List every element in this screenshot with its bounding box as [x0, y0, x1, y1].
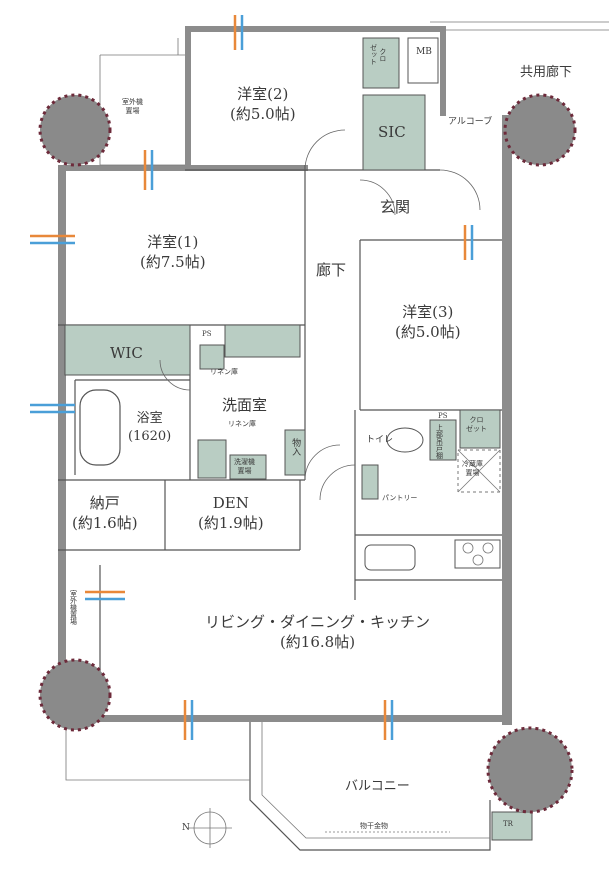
wall-sic-right	[440, 26, 446, 116]
column-bottom-right	[486, 726, 574, 814]
closet1-label: クロ ゼット	[369, 44, 387, 65]
room-den-name: DEN	[212, 494, 249, 512]
burner-2	[482, 542, 494, 554]
ps1-box	[199, 344, 225, 370]
room-sic: SIC	[378, 123, 406, 141]
room-wic: WIC	[110, 344, 143, 362]
washer-label: 洗濯機 置場	[234, 458, 255, 476]
wall-left	[58, 165, 66, 715]
room-western1: 洋室(1) (約7.5帖)	[140, 232, 206, 273]
closet1-box	[362, 37, 400, 89]
balcony-outline	[249, 722, 491, 851]
pantry-box	[361, 464, 379, 500]
linen1-shelf	[224, 324, 301, 358]
ps2-label: PS	[438, 412, 448, 420]
burner-1	[462, 542, 474, 554]
room-western2-name: 洋室(2)	[237, 85, 289, 103]
outdoor-unit1-label: 室外機 置場	[122, 98, 143, 116]
outdoor-bottom-line	[65, 722, 250, 781]
wall-bottom	[58, 715, 508, 722]
toilet-label: トイレ	[366, 435, 394, 445]
room-bath-name: 浴室	[136, 411, 163, 426]
linen2-shelf	[197, 439, 227, 479]
column-bottom-left	[38, 658, 112, 732]
room-bath-size: (1620)	[128, 428, 172, 444]
door-hall	[304, 444, 341, 481]
washer-box	[229, 454, 267, 480]
drying-rack-label: 物干金物	[360, 822, 388, 830]
fridge-label: 冷蔵庫 置場	[462, 460, 483, 478]
room-washroom: 洗面室	[222, 396, 268, 414]
sic-area	[362, 94, 426, 171]
outdoor-unit2-label: 室外機置場	[69, 590, 78, 625]
upper-cabinet-label: 上部吊戸棚	[435, 424, 444, 459]
column-top-left	[38, 93, 112, 167]
door-w3	[359, 179, 396, 216]
closet2-box	[459, 409, 501, 449]
door-w2	[304, 129, 346, 171]
column-top-right	[503, 93, 577, 167]
north-label: N	[182, 823, 190, 833]
room-western1-name: 洋室(1)	[147, 233, 199, 251]
airflow-arrows	[30, 15, 474, 740]
room-western2-size: (約5.0帖)	[230, 105, 296, 124]
mb-box	[407, 37, 439, 84]
room-den: DEN (約1.9帖)	[198, 493, 264, 534]
toilet-bowl	[386, 427, 424, 453]
wall-w2-left	[185, 26, 191, 171]
pantry-label: パントリー	[382, 494, 418, 502]
linen2-label: リネン庫	[228, 420, 256, 428]
kitchen-sink	[364, 544, 416, 571]
mb-label: MB	[416, 47, 432, 57]
room-balcony: バルコニー	[345, 779, 410, 794]
room-entrance: 玄関	[380, 198, 411, 216]
room-den-size: (約1.9帖)	[198, 514, 264, 533]
closet2-label: クロ ゼット	[466, 416, 487, 434]
burner-3	[472, 554, 484, 566]
room-ldk-size: (約16.8帖)	[279, 633, 356, 652]
upper-cabinet-box	[429, 419, 457, 461]
ps1-label: PS	[202, 330, 212, 338]
tr-box	[491, 811, 533, 841]
storage-label: 物入	[290, 438, 301, 456]
wall-right	[502, 115, 512, 725]
balcony-outline-inner	[261, 722, 490, 839]
room-ldk-name: リビング・ダイニング・キッチン	[205, 613, 431, 631]
storage-box	[284, 429, 306, 476]
room-western3-size: (約5.0帖)	[395, 323, 461, 342]
room-western2: 洋室(2) (約5.0帖)	[230, 84, 296, 125]
room-western1-size: (約7.5帖)	[140, 253, 206, 272]
door-ldk	[319, 464, 356, 501]
fridge-x2	[457, 449, 501, 493]
wall-top	[185, 26, 445, 32]
tr-label: TR	[503, 820, 513, 828]
room-storeroom-size: (約1.6帖)	[72, 514, 138, 533]
room-storeroom: 納戸 (約1.6帖)	[72, 493, 138, 534]
door-wash	[159, 359, 191, 391]
room-western3: 洋室(3) (約5.0帖)	[395, 302, 461, 343]
alcove: アルコーブ	[448, 117, 493, 127]
room-hallway: 廊下	[316, 261, 347, 279]
room-bath: 浴室 (1620)	[128, 410, 171, 445]
linen1-label: リネン庫	[210, 368, 238, 376]
bathtub	[79, 389, 121, 466]
room-storeroom-name: 納戸	[89, 494, 120, 512]
wic-area	[64, 324, 191, 376]
wall-w1-top	[58, 165, 308, 171]
door-entrance	[439, 169, 481, 211]
shared-corridor: 共用廊下	[520, 65, 573, 80]
room-western3-name: 洋室(3)	[402, 303, 454, 321]
stove	[454, 539, 501, 569]
fridge-area	[457, 449, 501, 493]
room-ldk: リビング・ダイニング・キッチン (約16.8帖)	[205, 612, 430, 653]
